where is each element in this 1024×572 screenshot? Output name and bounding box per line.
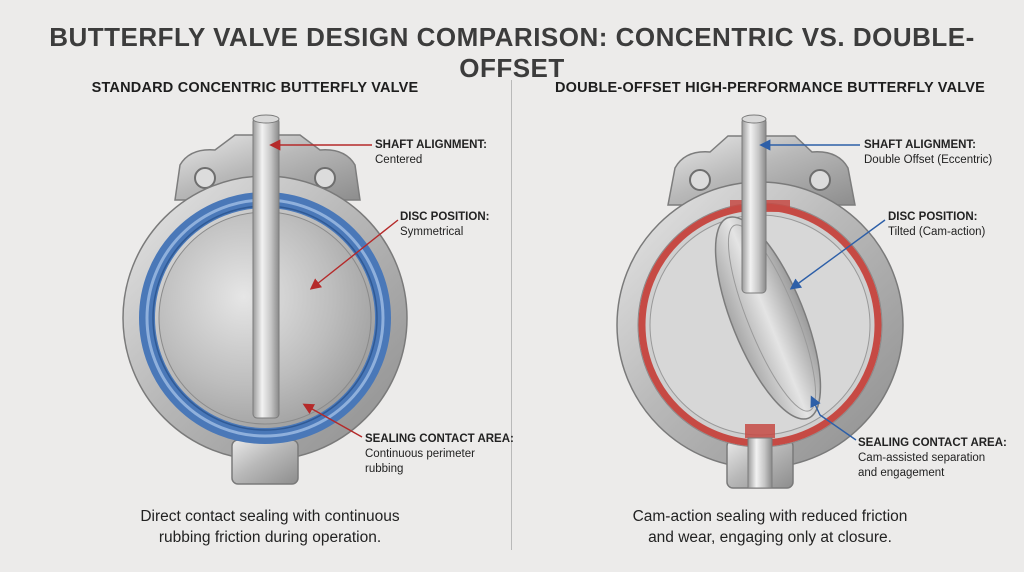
caption-line: rubbing friction during operation. bbox=[158, 529, 382, 546]
leader-seal bbox=[810, 395, 857, 441]
bolt-hole-left bbox=[689, 169, 711, 191]
shaft bbox=[741, 117, 767, 294]
callout-text: rubbing bbox=[365, 463, 404, 475]
callout-heading: SEALING CONTACT AREA: bbox=[858, 437, 1007, 449]
concentric-valve bbox=[122, 114, 408, 485]
page-title: BUTTERFLY VALVE DESIGN COMPARISON: CONCE… bbox=[49, 22, 975, 83]
callout-heading: SEALING CONTACT AREA: bbox=[365, 433, 514, 445]
leader-seal bbox=[302, 403, 363, 438]
bolt-hole-left bbox=[194, 167, 216, 189]
caption-line: Direct contact sealing with continuous bbox=[140, 508, 400, 525]
callout-text: Cam-assisted separation bbox=[858, 452, 986, 464]
lower-shaft bbox=[747, 437, 773, 489]
shaft bbox=[252, 117, 280, 419]
right-caption: Cam-action sealing with reduced friction… bbox=[560, 506, 980, 548]
callout-text: Double Offset (Eccentric) bbox=[864, 154, 993, 166]
leader-disc bbox=[789, 219, 886, 290]
left-panel-title: STANDARD CONCENTRIC BUTTERFLY VALVE bbox=[91, 80, 419, 96]
left-callout-shaft: SHAFT ALIGNMENT: Centered bbox=[375, 138, 487, 168]
double-offset-valve bbox=[616, 114, 904, 489]
callout-text: and engagement bbox=[858, 467, 945, 479]
left-caption: Direct contact sealing with continuous r… bbox=[60, 506, 480, 548]
left-callout-seal: SEALING CONTACT AREA: Continuous perimet… bbox=[365, 432, 514, 477]
callout-text: Tilted (Cam-action) bbox=[888, 226, 986, 238]
callout-text: Symmetrical bbox=[400, 226, 464, 238]
right-callout-shaft: SHAFT ALIGNMENT: Double Offset (Eccentri… bbox=[864, 138, 992, 168]
right-callout-disc: DISC POSITION: Tilted (Cam-action) bbox=[888, 210, 985, 240]
bottom-boss bbox=[231, 439, 299, 485]
callout-text: Continuous perimeter bbox=[365, 448, 475, 460]
caption-line: and wear, engaging only at closure. bbox=[648, 529, 892, 546]
bolt-hole-right bbox=[314, 167, 336, 189]
callout-heading: DISC POSITION: bbox=[888, 211, 978, 223]
panel-divider bbox=[511, 80, 512, 550]
caption-line: Cam-action sealing with reduced friction bbox=[632, 508, 908, 525]
callout-text: Centered bbox=[375, 154, 423, 166]
bolt-hole-right bbox=[809, 169, 831, 191]
right-panel-title: DOUBLE-OFFSET HIGH-PERFORMANCE BUTTERFLY… bbox=[555, 80, 985, 96]
right-callout-seal: SEALING CONTACT AREA: Cam-assisted separ… bbox=[858, 436, 1007, 481]
callout-heading: DISC POSITION: bbox=[400, 211, 490, 223]
callout-heading: SHAFT ALIGNMENT: bbox=[864, 139, 977, 151]
callout-heading: SHAFT ALIGNMENT: bbox=[375, 139, 488, 151]
leader-disc bbox=[309, 219, 399, 290]
left-callout-disc: DISC POSITION: Symmetrical bbox=[400, 210, 489, 240]
